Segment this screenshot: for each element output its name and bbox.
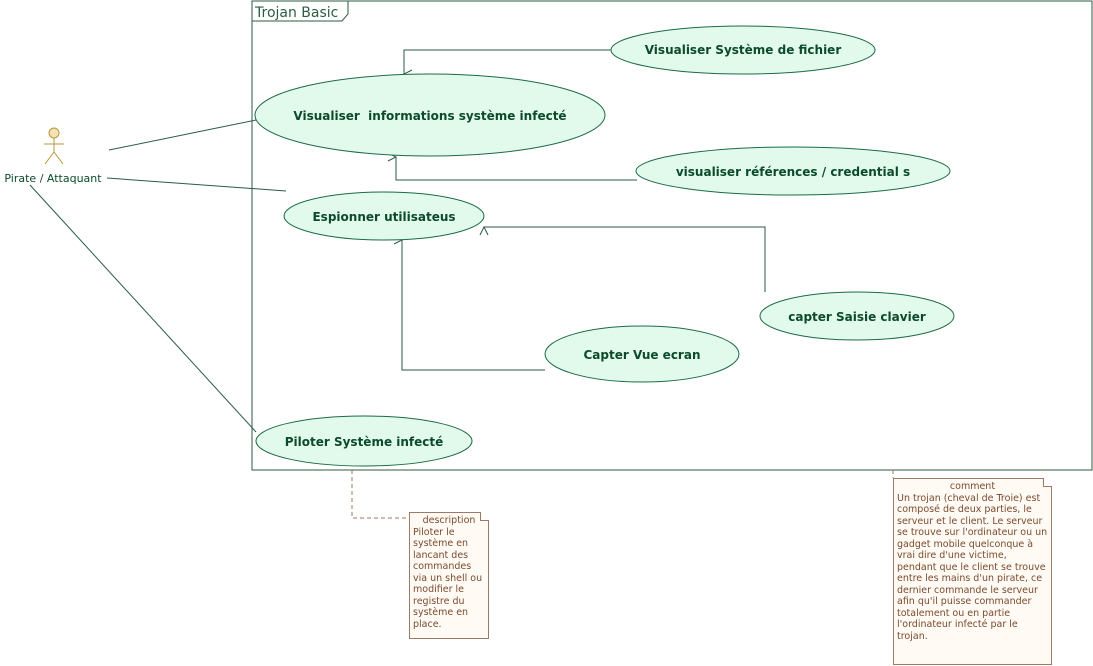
generalization-saisie-clavier [484, 227, 766, 292]
use-case-visualiser-references[interactable]: visualiser références / credential s [635, 146, 951, 196]
generalization-vue-ecran [402, 240, 545, 371]
generalization-references [396, 157, 637, 181]
actor-stick-figure-icon [44, 127, 64, 165]
actor-label: Pirate / Attaquant [4, 172, 102, 185]
generalization-lines [396, 49, 766, 371]
actor-pirate[interactable]: Pirate / Attaquant [4, 127, 102, 185]
use-case-visualiser-informations[interactable]: Visualiser informations système infecté [254, 73, 606, 157]
association-espionner [106, 177, 287, 192]
use-case-label: visualiser références / credential s [676, 165, 910, 179]
use-case-label: Visualiser informations système infecté [293, 109, 566, 123]
use-case-capter-saisie-clavier[interactable]: capter Saisie clavier [759, 291, 955, 341]
note-comment: comment Un trojan (cheval de Troie) est … [893, 478, 1052, 665]
use-case-label: capter Saisie clavier [788, 310, 926, 324]
package-title: Trojan Basic [254, 5, 338, 21]
note-anchors [351, 470, 894, 519]
use-case-espionner[interactable]: Espionner utilisateus [283, 191, 485, 241]
use-case-label: Espionner utilisateus [312, 210, 455, 224]
note-body: Piloter le système en lancant des comman… [413, 526, 483, 630]
note-anchor-description [351, 470, 409, 519]
generalization-systeme-fichier [404, 49, 611, 74]
use-case-visualiser-systeme-fichier[interactable]: Visualiser Système de fichier [610, 25, 876, 75]
note-body: Un trojan (cheval de Troie) est composé … [897, 492, 1048, 642]
note-title: comment [949, 481, 996, 492]
note-title: description [422, 515, 476, 526]
association-visualiser-informations [108, 119, 257, 151]
use-case-label: Capter Vue ecran [584, 348, 701, 362]
use-case-label: Visualiser Système de fichier [645, 43, 842, 57]
association-piloter [29, 184, 257, 433]
association-lines [29, 119, 287, 433]
use-case-capter-vue-ecran[interactable]: Capter Vue ecran [544, 325, 740, 383]
use-case-label: Piloter Système infecté [285, 435, 444, 449]
note-description: description Piloter le système en lancan… [409, 512, 489, 639]
use-case-piloter-systeme[interactable]: Piloter Système infecté [255, 415, 473, 467]
